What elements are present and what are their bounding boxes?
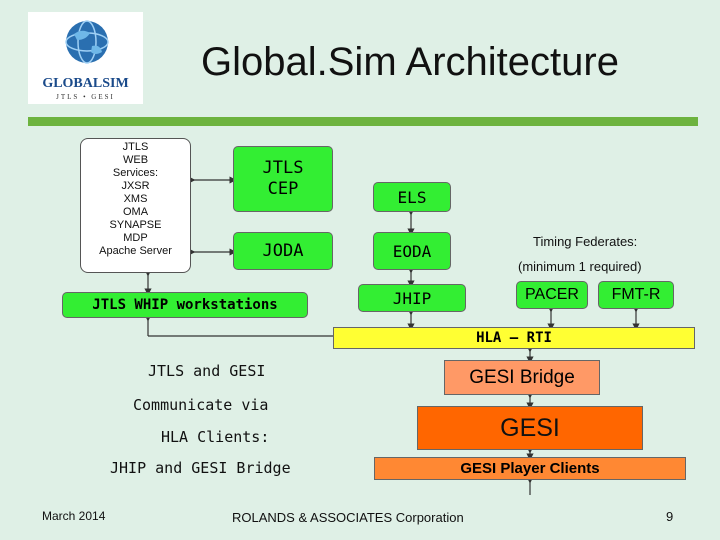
note-line-4: JHIP and GESI Bridge	[110, 459, 291, 477]
els-label: ELS	[397, 187, 427, 207]
web-services-line: MDP	[123, 232, 148, 244]
joda-label: JODA	[262, 241, 304, 261]
jhip-label: JHIP	[392, 288, 432, 308]
web-services-line: WEB	[122, 154, 149, 166]
fmt-r-label: FMT-R	[611, 286, 661, 303]
web-services-list: JTLS WEB Services: JXSR XMS OMA SYNAPSE …	[81, 141, 190, 258]
gesi-bridge-box: GESI Bridge	[444, 360, 600, 395]
eoda-box: EODA	[373, 232, 451, 270]
gesi-bridge-label: GESI Bridge	[469, 366, 575, 388]
logo-wordmark: GLOBALSIM	[42, 76, 129, 91]
footer-company: ROLANDS & ASSOCIATES Corporation	[232, 510, 464, 525]
timing-federates-note: (minimum 1 required)	[518, 259, 642, 274]
joda-box: JODA	[233, 232, 333, 270]
gesi-box: GESI	[417, 406, 643, 450]
web-services-line: JXSR	[121, 180, 150, 192]
jtls-cep-label: JTLS CEP	[262, 158, 304, 199]
gesi-label: GESI	[500, 413, 560, 442]
web-services-line: OMA	[122, 206, 149, 218]
note-line-2: Communicate via	[133, 396, 269, 414]
note-line-1: JTLS and GESI	[148, 362, 266, 380]
hla-rti-label: HLA – RTI	[476, 330, 552, 346]
logo-subtext: JTLS • GESI	[56, 93, 115, 101]
pacer-box: PACER	[516, 281, 588, 309]
timing-federates-title: Timing Federates:	[533, 234, 638, 249]
jhip-box: JHIP	[358, 284, 466, 312]
web-services-line: Apache Server	[99, 245, 172, 257]
web-services-line: JTLS	[122, 141, 149, 153]
web-services-line: Services:	[112, 167, 159, 179]
web-services-line: SYNAPSE	[109, 219, 162, 231]
eoda-label: EODA	[392, 241, 432, 261]
globalsim-logo: GLOBALSIM JTLS • GESI	[28, 12, 143, 104]
whip-workstations-box: JTLS WHIP workstations	[62, 292, 308, 318]
note-line-3: HLA Clients:	[161, 428, 270, 446]
pacer-label: PACER	[525, 286, 579, 303]
jtls-web-services-box: JTLS WEB Services: JXSR XMS OMA SYNAPSE …	[80, 138, 191, 273]
whip-workstations-label: JTLS WHIP workstations	[92, 297, 278, 313]
footer-date: March 2014	[42, 509, 106, 523]
gesi-player-clients-label: GESI Player Clients	[460, 460, 600, 477]
hla-rti-bar: HLA – RTI	[333, 327, 695, 349]
accent-bar	[28, 117, 698, 126]
page-number: 9	[666, 509, 674, 524]
globe-icon	[65, 20, 109, 64]
jtls-cep-box: JTLS CEP	[233, 146, 333, 212]
page-title: Global.Sim Architecture	[201, 40, 619, 84]
gesi-player-clients-box: GESI Player Clients	[374, 457, 686, 480]
web-services-line: XMS	[123, 193, 148, 205]
els-box: ELS	[373, 182, 451, 212]
fmt-r-box: FMT-R	[598, 281, 674, 309]
